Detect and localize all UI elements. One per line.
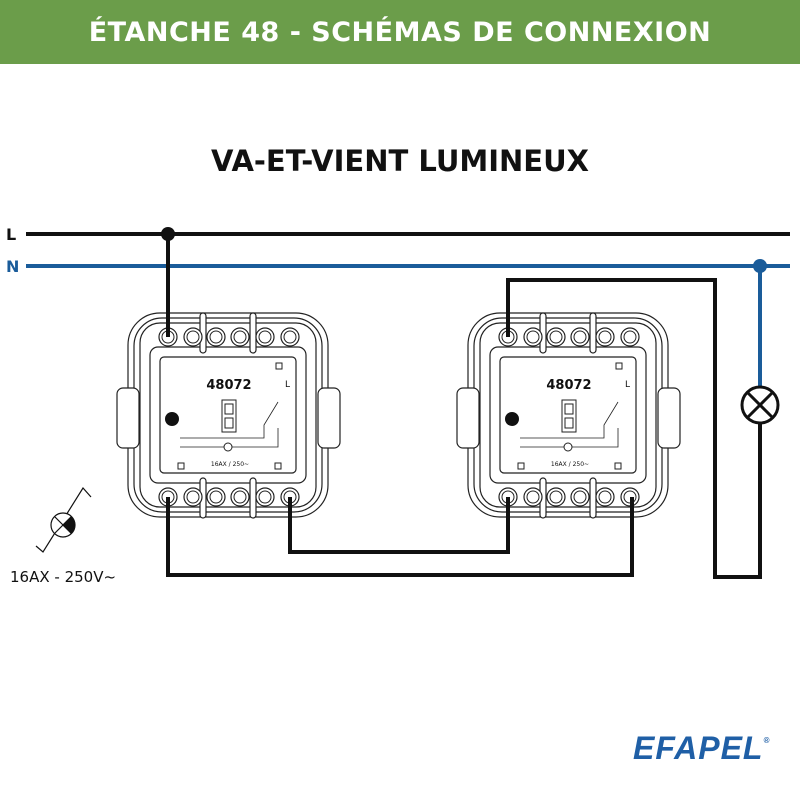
legend-rating: 16AX - 250V~	[10, 568, 116, 586]
switch-module: 48072 L 16AX / 250~	[456, 312, 681, 519]
switch-rating: 16AX / 250~	[211, 461, 249, 468]
registered-mark: ®	[763, 736, 771, 745]
live-label: L	[6, 225, 16, 244]
illuminated-switch-icon	[35, 487, 92, 553]
page-header: ÉTANCHE 48 - SCHÉMAS DE CONNEXION	[0, 0, 800, 64]
traveller-wire-2	[288, 497, 510, 554]
indicator-light	[165, 412, 179, 426]
neutral-label: N	[6, 257, 19, 276]
lamp-icon	[740, 385, 780, 425]
switch-rating: 16AX / 250~	[551, 461, 589, 468]
switch-reference: 48072	[206, 378, 251, 393]
efapel-logo: EFAPEL®	[633, 730, 770, 767]
lamp-return-wire	[506, 278, 762, 579]
terminal-label: L	[285, 380, 290, 390]
indicator-light	[505, 412, 519, 426]
switch-reference: 48072	[546, 378, 591, 393]
switch-module: 48072 L 16AX / 250~	[116, 312, 341, 519]
header-title: ÉTANCHE 48 - SCHÉMAS DE CONNEXION	[88, 17, 712, 48]
terminal-label: L	[625, 380, 630, 390]
diagram-title: VA-ET-VIENT LUMINEUX	[210, 144, 590, 178]
logo-text: EFAPEL	[633, 730, 764, 766]
traveller-wire-1	[166, 497, 634, 577]
